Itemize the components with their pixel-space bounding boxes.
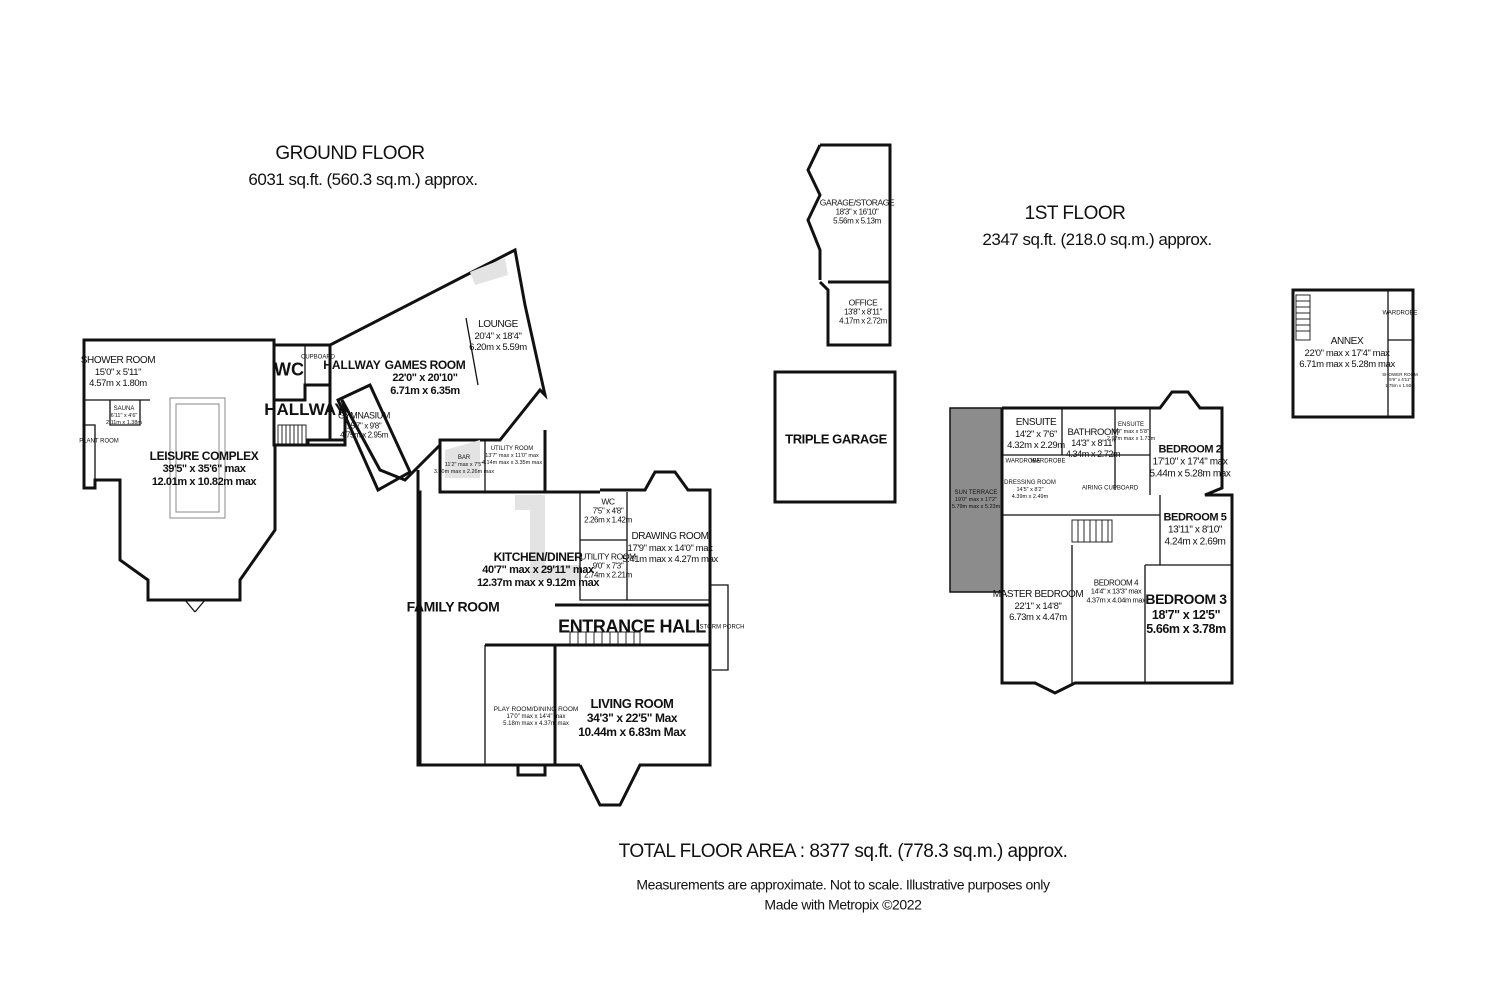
sauna-partition xyxy=(109,400,141,426)
ground-floor-area: 6031 sq.ft. (560.3 sq.m.) approx. xyxy=(248,169,478,189)
plant-room-partition xyxy=(84,424,96,480)
main-house-outline xyxy=(416,470,547,777)
wardrobe-b-label: WARDROBE xyxy=(1030,458,1066,465)
bedroom-5-label: BEDROOM 5 13'11" x 8'10" 4.24m x 2.69m xyxy=(1163,511,1227,548)
gymnasium-label: GYMNASIUM 15'7" x 9'8" 4.75m x 2.95m xyxy=(338,410,390,440)
ensuite-1-label: ENSUITE 14'2" x 7'6" 4.32m x 2.29m xyxy=(1007,416,1065,451)
bathroom-label: BATHROOM 14'3" x 8'11" 4.34m x 2.72m xyxy=(1065,426,1121,459)
utility-room-2-label: UTILITY ROOM 9'0" x 7'3" 2.74m x 2.21m xyxy=(580,551,636,581)
pool-inner xyxy=(175,403,220,513)
sauna-label: SAUNA 6'11" x 4'6" 2.11m x 1.38m xyxy=(106,405,142,426)
annex-label: ANNEX 22'0" max x 17'4" max 6.71m max x … xyxy=(1299,335,1395,370)
airing-cupboard-label: AIRING CUPBOARD xyxy=(1081,485,1139,492)
gymnasium-outline xyxy=(336,383,412,493)
total-floor-area: TOTAL FLOOR AREA : 8377 sq.ft. (778.3 sq… xyxy=(618,840,1068,862)
cupboard-label: CUPBOARD xyxy=(300,354,336,361)
triple-garage-outline xyxy=(773,370,897,504)
play-room-label: PLAY ROOM/DINING ROOM 17'0" max x 14'4" … xyxy=(493,706,579,727)
ground-floor-title: GROUND FLOOR xyxy=(275,142,425,164)
first-floor-area: 2347 sq.ft. (218.0 sq.m.) approx. xyxy=(982,229,1212,249)
utility-room-1-label: UTILITY ROOM 13'7" max x 11'0" max 4.14m… xyxy=(481,445,543,466)
office-label: OFFICE 13'8" x 8'11" 4.17m x 2.72m xyxy=(839,297,887,327)
triple-garage-label: TRIPLE GARAGE xyxy=(785,431,887,447)
wardrobe-a-label: WARDROBE xyxy=(1005,458,1041,465)
hallway-left-stairs xyxy=(277,424,307,446)
dressing-room-label: DRESSING ROOM 14'5" x 8'2" 4.39m x 2.49m xyxy=(1004,479,1056,500)
bar-label: BAR 11'2" max x 7'5" 3.40m max x 2.26m m… xyxy=(433,454,495,475)
kitchen-diner-label: KITCHEN/DINER 40'7" max x 29'11" max 12.… xyxy=(476,549,600,590)
first-floor-walls xyxy=(949,288,1415,695)
storm-porch-label: STORM PORCH xyxy=(699,624,745,631)
bedroom-3-label: BEDROOM 3 18'7" x 12'5" 5.66m x 3.78m xyxy=(1145,590,1227,637)
plant-room-label: PLANT ROOM xyxy=(79,438,119,445)
hallway-left-label: HALLWAY xyxy=(264,399,346,419)
annex-shower-label: SHOWER ROOM 5'9" x 4'11" 1.75m x 1.50m xyxy=(1382,372,1418,388)
sun-terrace-label: SUN TERRACE 19'0" max x 17'2" 5.79m max … xyxy=(951,489,1001,510)
lounge-label: LOUNGE 20'4" x 18'4" 6.20m x 5.59m xyxy=(469,318,527,353)
wc-kitchen-label: WC 7'5" x 4'8" 2.26m x 1.42m xyxy=(584,496,632,526)
bedroom-4-label: BEDROOM 4 14'4" x 13'3" max 4.37m x 4.04… xyxy=(1086,578,1146,605)
hallway-upper-label: HALLWAY xyxy=(323,357,381,372)
shower-room-label: SHOWER ROOM 15'0" x 5'11" 4.57m x 1.80m xyxy=(80,354,156,389)
garage-storage-label: GARAGE/STORAGE 18'3" x 16'10" 5.56m x 5.… xyxy=(819,197,895,227)
annex-outline xyxy=(1291,288,1415,419)
first-floor-outline xyxy=(1000,390,1234,695)
first-floor-title: 1ST FLOOR xyxy=(1024,202,1126,224)
outbuildings xyxy=(773,143,897,504)
credit-text: Made with Metropix ©2022 xyxy=(764,896,922,913)
drawing-room-label: DRAWING ROOM 17'9" max x 14'0" max 5.41m… xyxy=(622,530,718,565)
family-room-label: FAMILY ROOM xyxy=(406,598,500,615)
entrance-hall-label: ENTRANCE HALL xyxy=(558,616,706,637)
annex-wardrobe-label: WARDROBE xyxy=(1382,310,1418,317)
living-room-label: LIVING ROOM 34'3" x 22'5" Max 10.44m x 6… xyxy=(578,696,686,740)
bedroom-2-label: BEDROOM 2 17'10" x 17'4" max 5.44m x 5.2… xyxy=(1149,443,1231,480)
ground-floor-walls xyxy=(82,247,729,807)
ensuite-2-label: ENSUITE 9'9" max x 5'8" 2.97m max x 1.73… xyxy=(1106,421,1156,442)
games-room-label: GAMES ROOM 22'0" x 20'10" 6.71m x 6.35m xyxy=(384,357,466,398)
leisure-complex-label: LEISURE COMPLEX 39'5" x 35'6" max 12.01m… xyxy=(149,448,259,489)
master-bedroom-label: MASTER BEDROOM 22'1" x 14'8" 6.73m x 4.4… xyxy=(992,588,1084,623)
disclaimer-text: Measurements are approximate. Not to sca… xyxy=(636,876,1050,893)
wc-ground-label: WC xyxy=(274,359,304,380)
